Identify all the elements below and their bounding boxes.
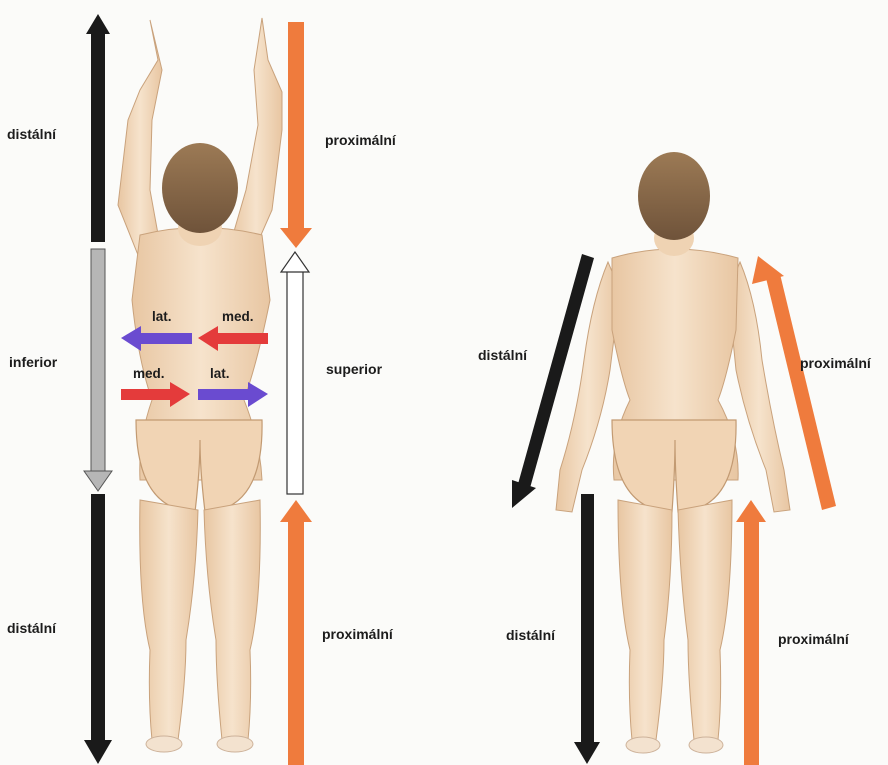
- left-figure-left-foot: [146, 736, 182, 752]
- distal-arrow-top: [86, 14, 110, 242]
- right-figure-buttocks: [612, 420, 736, 512]
- proximal-arrow-top: [280, 22, 312, 248]
- left-figure-left-leg: [140, 500, 198, 740]
- label-med-lower: med.: [133, 366, 165, 381]
- right-figure-left-arm: [556, 262, 620, 512]
- right-figure-right-foot: [689, 737, 723, 753]
- label-left-bottom-distal: distální: [7, 620, 56, 636]
- right-figure-left-leg: [618, 500, 672, 740]
- label-med-upper: med.: [222, 309, 254, 324]
- label-left-top-distal: distální: [7, 126, 56, 142]
- left-figure-left-arm: [118, 20, 162, 260]
- label-right-fig-leg-proximal: proximální: [778, 631, 849, 647]
- label-lat-lower: lat.: [210, 366, 230, 381]
- label-lat-upper: lat.: [152, 309, 172, 324]
- left-figure-right-leg: [204, 500, 260, 740]
- left-figure-hair: [162, 143, 238, 233]
- label-right-bottom-proximal: proximální: [322, 626, 393, 642]
- label-right-top-proximal: proximální: [325, 132, 396, 148]
- left-figure: [118, 18, 282, 752]
- inferior-arrow: [84, 249, 112, 491]
- distal-arrow-bottom: [84, 494, 112, 764]
- proximal-arrow-leg: [736, 500, 766, 765]
- proximal-arrow-bottom: [280, 500, 312, 765]
- left-figure-right-arm: [230, 18, 282, 260]
- superior-arrow: [281, 252, 309, 494]
- label-superior: superior: [326, 361, 382, 377]
- right-figure-left-foot: [626, 737, 660, 753]
- label-right-fig-leg-distal: distální: [506, 627, 555, 643]
- right-figure-right-leg: [678, 500, 732, 740]
- label-right-fig-arm-proximal: proximální: [800, 355, 871, 371]
- right-figure-hair: [638, 152, 710, 240]
- left-figure-right-foot: [217, 736, 253, 752]
- label-inferior: inferior: [9, 354, 57, 370]
- left-figure-buttocks: [136, 420, 262, 512]
- label-right-fig-arm-distal: distální: [478, 347, 527, 363]
- distal-arrow-leg: [574, 494, 600, 764]
